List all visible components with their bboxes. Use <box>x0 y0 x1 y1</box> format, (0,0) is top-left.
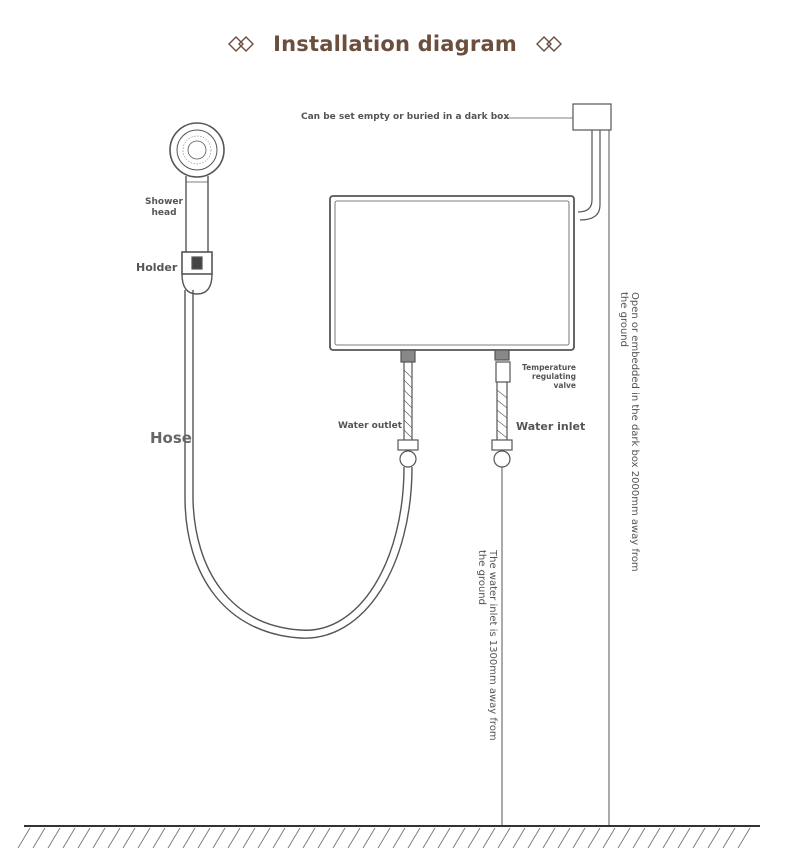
inlet-fitting <box>494 349 510 361</box>
ground-hatch-line <box>677 827 691 849</box>
ground-hatch-line <box>602 827 616 849</box>
double-diamond-icon <box>535 36 562 52</box>
ground-hatch-line <box>137 827 151 849</box>
ground-hatch-line <box>287 827 301 849</box>
ground-hatch-line <box>377 827 391 849</box>
ground-hatch-line <box>647 827 661 849</box>
ground-hatch-line <box>62 827 76 849</box>
ground-hatch-line <box>47 827 61 849</box>
page-title: Installation diagram <box>273 32 517 56</box>
ground-hatch-line <box>32 827 46 849</box>
ground-hatch-line <box>347 827 361 849</box>
shower-handle <box>185 176 209 262</box>
ground-hatch-line <box>227 827 241 849</box>
ground-hatch-line <box>17 827 31 849</box>
ground-hatch-line <box>92 827 106 849</box>
ground-hatch-line <box>587 827 601 849</box>
ground-hatch-line <box>392 827 406 849</box>
ground-hatch-line <box>197 827 211 849</box>
ground-hatch-line <box>707 827 721 849</box>
ground-hatch-line <box>482 827 496 849</box>
ground-hatch-line <box>722 827 736 849</box>
ground-hatch-line <box>407 827 421 849</box>
temperature-valve <box>495 361 511 383</box>
ground-hatch-line <box>617 827 631 849</box>
ground-hatch-line <box>497 827 511 849</box>
ground-hatch-line <box>272 827 286 849</box>
ground-hatch-line <box>467 827 481 849</box>
inlet-height-label: The water inlet is 1300mm away from the … <box>476 550 498 741</box>
ground-hatch-line <box>182 827 196 849</box>
title-bar: Installation diagram <box>0 26 790 62</box>
ground-hatch-line <box>257 827 271 849</box>
ground-hatch-line <box>527 827 541 849</box>
temperature-valve-label: Temperature regulating valve <box>522 363 576 390</box>
ground-hatch-line <box>662 827 676 849</box>
ground-hatch-line <box>362 827 376 849</box>
ground-hatch-line <box>437 827 451 849</box>
ground-hatch-line <box>107 827 121 849</box>
box-height-label: Open or embedded in the dark box 2000mm … <box>618 292 640 572</box>
ground-hatch-line <box>77 827 91 849</box>
ground-hatch-line <box>542 827 556 849</box>
ground-hatch-line <box>332 827 346 849</box>
ground-hatch-line <box>167 827 181 849</box>
ground-hatch-line <box>317 827 331 849</box>
ground-hatch-line <box>512 827 526 849</box>
dark-box-label: Can be set empty or buried in a dark box <box>301 112 510 122</box>
ground-hatch-line <box>422 827 436 849</box>
dark-box <box>572 103 612 131</box>
shower-hose <box>192 290 405 631</box>
shower-head-label: Shower head <box>145 197 183 218</box>
ground-hatch-line <box>632 827 646 849</box>
hose-label: Hose <box>150 429 192 447</box>
shower-head-icon <box>169 122 225 178</box>
double-diamond-icon <box>228 36 255 52</box>
water-inlet-label: Water inlet <box>516 420 586 433</box>
outlet-fitting <box>400 349 416 363</box>
ground-hatch-line <box>692 827 706 849</box>
heater-body <box>329 195 575 351</box>
power-cable <box>577 130 593 213</box>
ground-hatch-line <box>572 827 586 849</box>
holder-label: Holder <box>136 261 178 274</box>
ground-hatch-line <box>302 827 316 849</box>
ground-hatch-line <box>557 827 571 849</box>
ground-hatch-line <box>737 827 751 849</box>
ground-hatch-line <box>452 827 466 849</box>
ground-hatch-line <box>212 827 226 849</box>
ground-hatch-line <box>122 827 136 849</box>
ground-hatch-line <box>152 827 166 849</box>
ground-hatch-line <box>242 827 256 849</box>
water-outlet-label: Water outlet <box>338 421 403 431</box>
